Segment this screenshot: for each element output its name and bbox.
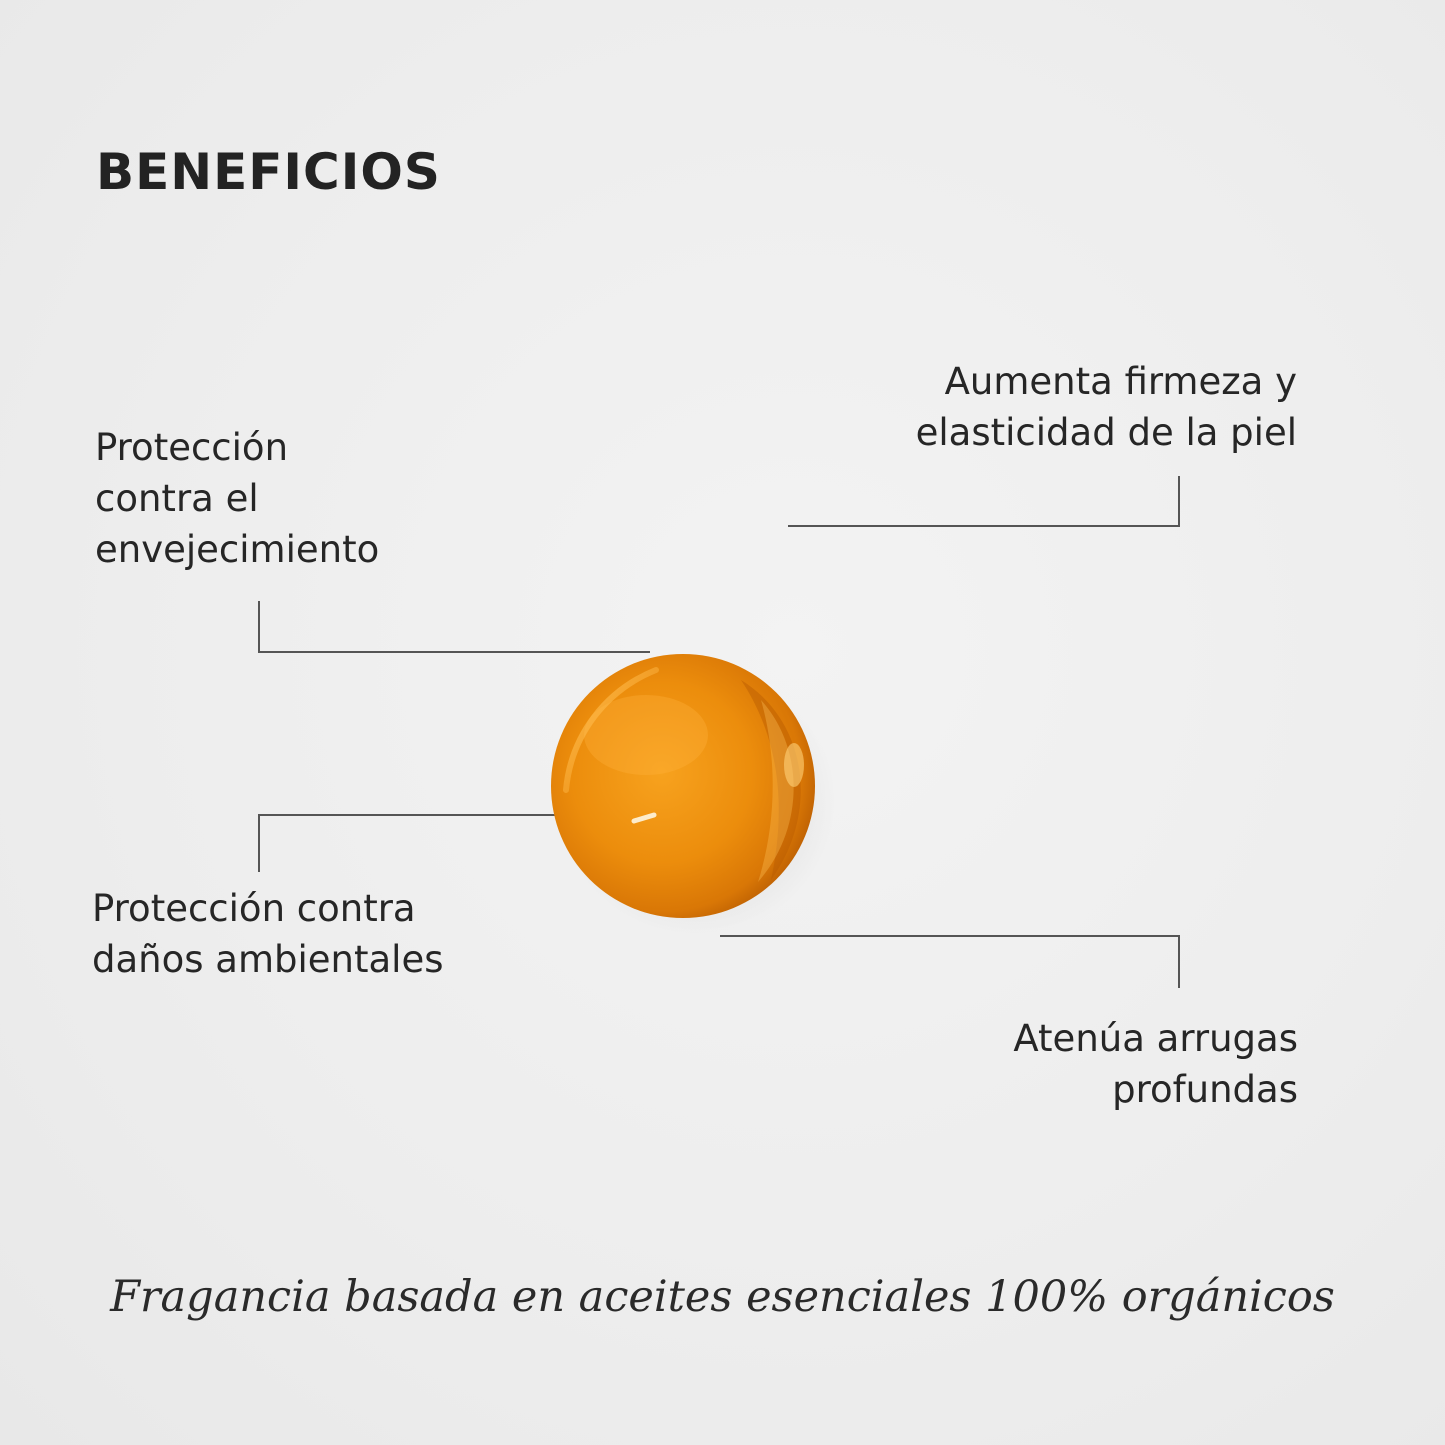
benefit-firmness: Aumenta firmeza y elasticidad de la piel [916, 356, 1297, 458]
benefit-environmental-damage: Protección contra daños ambientales [92, 883, 443, 985]
benefit-wrinkles: Atenúa arrugas profundas [1013, 1013, 1298, 1115]
connector-line-firmness [788, 476, 1180, 527]
oil-capsule-image [536, 640, 836, 940]
benefit-damage-line-1: Protección contra [92, 887, 416, 930]
benefit-firmness-line-2: elasticidad de la piel [915, 411, 1297, 454]
benefit-wrinkles-line-2: profundas [1112, 1068, 1298, 1111]
benefit-aging-line-2: contra el [95, 477, 259, 520]
benefit-damage-line-2: daños ambientales [92, 938, 444, 981]
benefit-firmness-line-1: Aumenta firmeza y [944, 360, 1297, 403]
tagline: Fragancia basada en aceites esenciales 1… [110, 1272, 1335, 1322]
oil-capsule-icon [551, 654, 836, 936]
connector-line-wrinkles [720, 935, 1180, 988]
connector-line-damage [258, 814, 650, 872]
connector-line-aging [258, 601, 650, 653]
benefit-aging-line-3: envejecimiento [95, 528, 380, 571]
page-title: BENEFICIOS [96, 143, 441, 201]
benefit-wrinkles-line-1: Atenúa arrugas [1013, 1017, 1298, 1060]
benefit-aging-protection: Protección contra el envejecimiento [95, 422, 379, 575]
benefit-aging-line-1: Protección [95, 426, 289, 469]
